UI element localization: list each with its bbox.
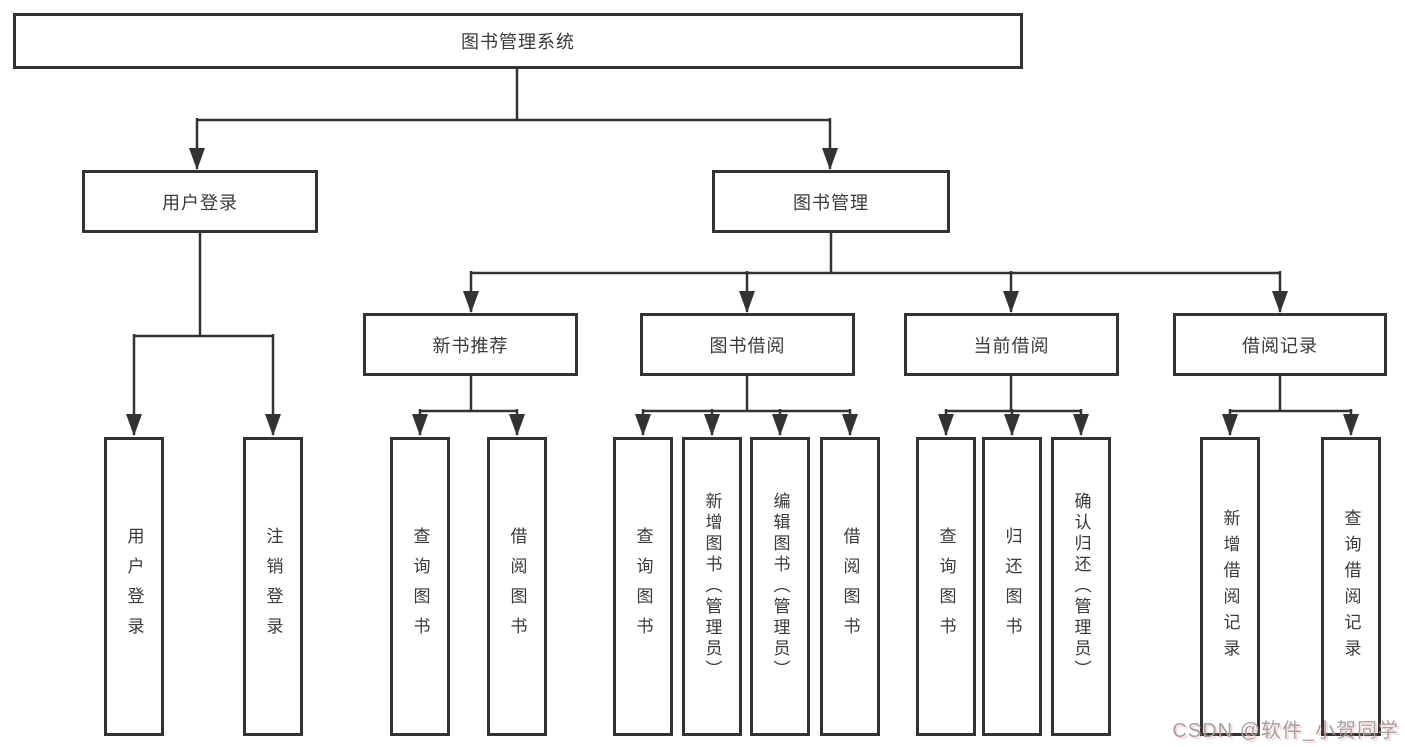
csdn-watermark: CSDN @软件_小贺同学	[1172, 720, 1399, 742]
edge-current-borrow-to-leaves	[938, 376, 1089, 436]
leaf-recommend-query-book-label: 查询图书	[410, 526, 430, 647]
leaf-recommend-query-book: 查询图书	[390, 437, 450, 736]
leaf-add-borrow-record: 新增借阅记录	[1200, 437, 1260, 736]
node-current-borrow: 当前借阅	[904, 313, 1119, 376]
node-new-book-recommend-label: 新书推荐	[432, 335, 509, 356]
node-book-borrow: 图书借阅	[640, 313, 855, 376]
leaf-add-borrow-record-label: 新增借阅记录	[1220, 508, 1240, 665]
leaf-borrow-query-book-label: 查询图书	[633, 526, 653, 647]
leaf-confirm-return-admin: 确认归还（管理员）	[1051, 437, 1111, 736]
node-root: 图书管理系统	[13, 13, 1023, 69]
edge-book-mgmt-to-level3	[463, 233, 1288, 313]
node-book-management: 图书管理	[712, 170, 950, 233]
node-root-label: 图书管理系统	[461, 32, 575, 52]
leaf-recommend-borrow-book: 借阅图书	[487, 437, 547, 736]
leaf-recommend-borrow-book-label: 借阅图书	[507, 526, 527, 647]
leaf-add-book-admin-label: 新增图书（管理员）	[702, 492, 722, 681]
leaf-confirm-return-admin-label: 确认归还（管理员）	[1071, 492, 1091, 681]
node-book-borrow-label: 图书借阅	[709, 335, 786, 356]
leaf-current-query-book: 查询图书	[916, 437, 976, 736]
node-new-book-recommend: 新书推荐	[363, 313, 578, 376]
leaf-add-book-admin: 新增图书（管理员）	[682, 437, 742, 736]
leaf-user-login-label: 用户登录	[124, 526, 144, 647]
leaf-borrow-query-book: 查询图书	[613, 437, 673, 736]
leaf-query-borrow-record: 查询借阅记录	[1321, 437, 1381, 736]
node-current-borrow-label: 当前借阅	[973, 335, 1050, 356]
edge-book-borrow-to-leaves	[635, 376, 858, 436]
leaf-borrow-book-label: 借阅图书	[840, 526, 860, 647]
leaf-current-query-book-label: 查询图书	[936, 526, 956, 647]
node-user-login: 用户登录	[82, 170, 318, 233]
leaf-logout-label: 注销登录	[263, 526, 283, 647]
edge-new-book-to-leaves	[412, 376, 525, 436]
edge-borrow-record-to-leaves	[1222, 376, 1359, 436]
leaf-edit-book-admin: 编辑图书（管理员）	[750, 437, 810, 736]
edge-root-to-level2	[189, 69, 838, 170]
node-borrow-record-label: 借阅记录	[1242, 335, 1318, 356]
node-book-management-label: 图书管理	[793, 192, 869, 213]
leaf-borrow-book: 借阅图书	[820, 437, 880, 736]
leaf-return-book-label: 归还图书	[1002, 526, 1022, 647]
node-borrow-record: 借阅记录	[1173, 313, 1387, 376]
edge-user-login-to-leaves	[126, 233, 281, 436]
leaf-query-borrow-record-label: 查询借阅记录	[1341, 508, 1361, 665]
leaf-logout: 注销登录	[243, 437, 303, 736]
leaf-return-book: 归还图书	[982, 437, 1042, 736]
node-user-login-label: 用户登录	[162, 192, 238, 213]
leaf-user-login: 用户登录	[104, 437, 164, 736]
leaf-edit-book-admin-label: 编辑图书（管理员）	[770, 492, 790, 681]
